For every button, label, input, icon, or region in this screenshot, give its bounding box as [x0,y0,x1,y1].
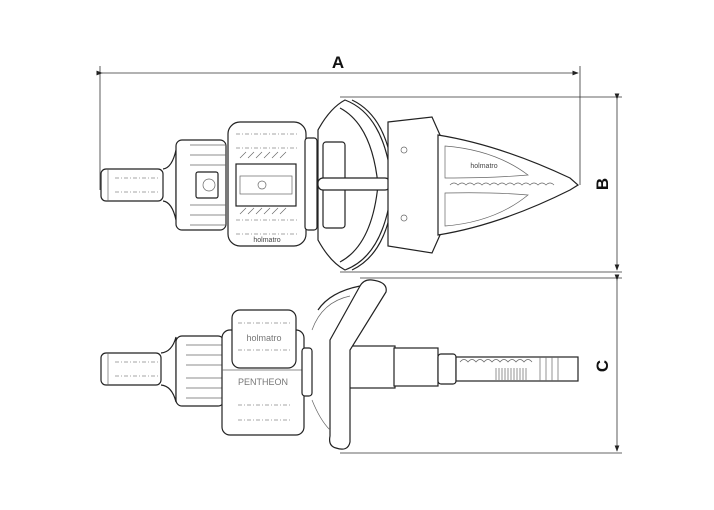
dimension-c-label: C [593,360,612,372]
top-motor-brand: holmatro [253,237,280,244]
dimension-a-label: A [332,53,344,72]
dimension-b: B [340,93,622,273]
tool-side-view: holmatro PENTHEON [100,279,579,450]
dimension-a: A [96,53,581,190]
model-name: PENTHEON [238,377,288,387]
tool-top-view: holmatro holmatro [100,99,580,271]
top-jaw-brand: holmatro [470,163,497,170]
dimension-b-label: B [593,178,612,190]
side-motor-brand: holmatro [246,333,281,343]
dimension-c: C [340,274,622,454]
